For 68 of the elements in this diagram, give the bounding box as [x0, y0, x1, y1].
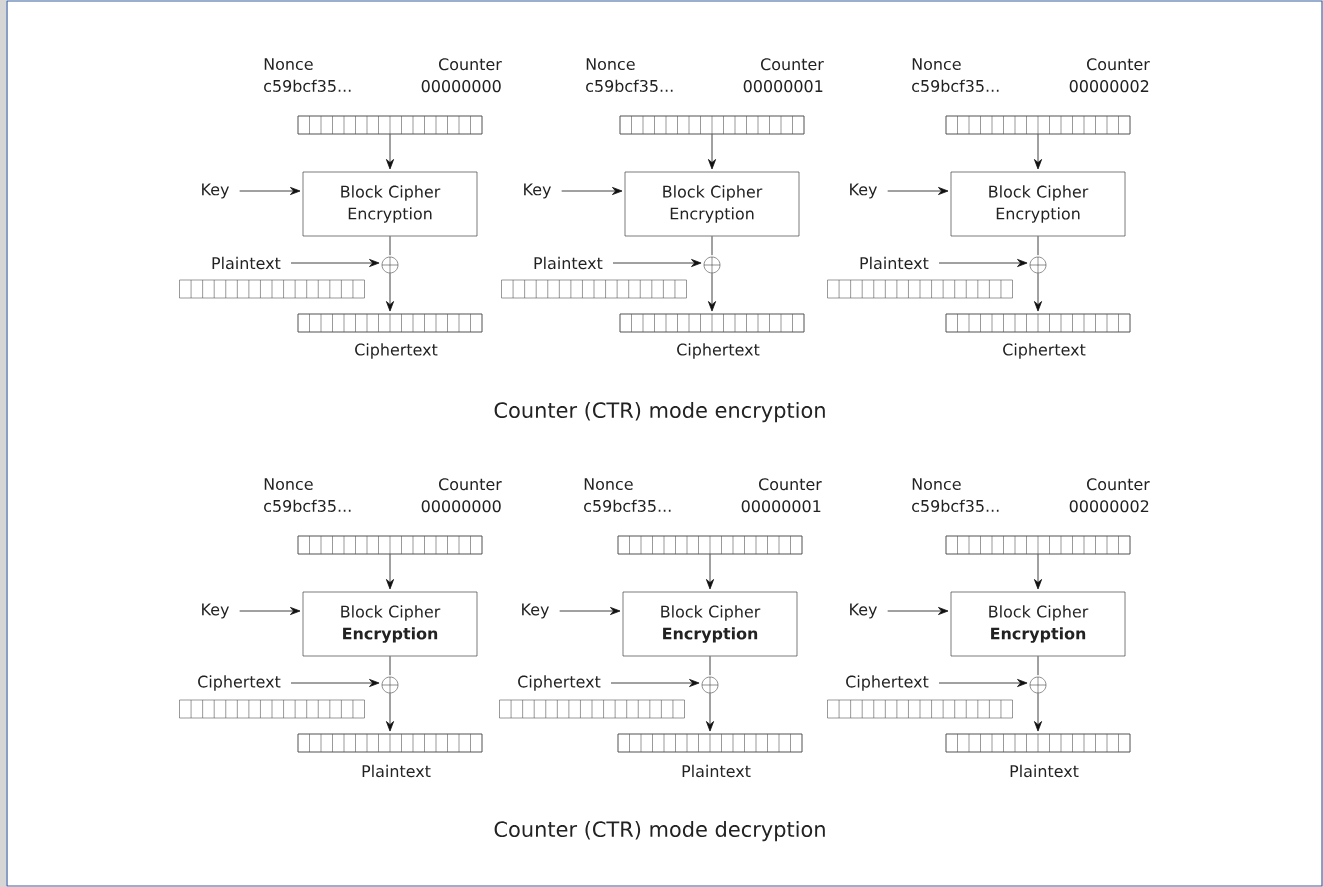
diagram-caption: Counter (CTR) mode decryption	[494, 820, 825, 842]
arrow	[938, 679, 1028, 687]
register-label: Nonce c59bcf35...	[912, 58, 999, 92]
arrow	[290, 679, 380, 687]
register-label: Counter 00000002	[1069, 478, 1150, 513]
register-label: Nonce c59bcf35...	[586, 58, 673, 92]
arrow	[708, 272, 716, 312]
input-label: Ciphertext	[846, 675, 929, 691]
input-label: Key	[850, 603, 877, 619]
diagram-caption: Counter (CTR) mode encryption	[494, 401, 825, 423]
register-label: Ciphertext	[677, 343, 760, 359]
register-label: Plaintext	[1010, 764, 1079, 778]
arrow	[386, 133, 394, 170]
input-label: Key	[202, 183, 229, 199]
cipher-box: Block Cipher Encryption	[622, 591, 798, 657]
cipher-box: Block Cipher Encryption	[302, 171, 478, 237]
cipher-box: Block Cipher Encryption	[950, 171, 1126, 237]
input-label: Key	[522, 603, 549, 619]
xor-symbol	[1029, 256, 1047, 274]
arrow	[1034, 553, 1042, 590]
arrow	[938, 259, 1028, 267]
register-label: Plaintext	[682, 764, 751, 778]
cipher-box: Block Cipher Encryption	[950, 591, 1126, 657]
input-label: Key	[202, 603, 229, 619]
arrow	[386, 272, 394, 312]
register-label: Counter 00000000	[421, 478, 502, 513]
arrow	[610, 679, 700, 687]
input-label: Ciphertext	[198, 675, 281, 691]
register-label: Counter 00000000	[421, 58, 502, 93]
arrow	[1034, 272, 1042, 312]
register-label: Nonce c59bcf35...	[912, 478, 999, 512]
arrow	[561, 187, 623, 195]
arrow	[1034, 692, 1042, 732]
arrow	[559, 607, 621, 615]
arrow	[708, 133, 716, 170]
cipher-box: Block Cipher Encryption	[624, 171, 800, 237]
arrow	[239, 187, 301, 195]
input-label: Plaintext	[534, 256, 603, 270]
register-label: Nonce c59bcf35...	[584, 478, 671, 512]
xor-symbol	[381, 256, 399, 274]
arrow	[887, 607, 949, 615]
xor-symbol	[701, 676, 719, 694]
arrow	[239, 607, 301, 615]
register-label: Nonce c59bcf35...	[264, 478, 351, 512]
arrow	[386, 692, 394, 732]
input-label: Ciphertext	[518, 675, 601, 691]
input-label: Key	[524, 183, 551, 199]
arrow	[612, 259, 702, 267]
arrow	[1034, 133, 1042, 170]
xor-symbol	[1029, 676, 1047, 694]
register-label: Ciphertext	[355, 343, 438, 359]
register-label: Counter 00000001	[743, 58, 824, 93]
input-label: Key	[850, 183, 877, 199]
input-label: Plaintext	[212, 256, 281, 270]
input-label: Plaintext	[860, 256, 929, 270]
register-label: Ciphertext	[1003, 343, 1086, 359]
arrow	[706, 553, 714, 590]
arrow	[386, 553, 394, 590]
arrow	[887, 187, 949, 195]
xor-symbol	[381, 676, 399, 694]
arrow	[706, 692, 714, 732]
arrow	[290, 259, 380, 267]
register-label: Nonce c59bcf35...	[264, 58, 351, 92]
cipher-box: Block Cipher Encryption	[302, 591, 478, 657]
xor-symbol	[703, 256, 721, 274]
register-label: Counter 00000002	[1069, 58, 1150, 93]
register-label: Counter 00000001	[741, 478, 822, 513]
register-label: Plaintext	[362, 764, 431, 778]
